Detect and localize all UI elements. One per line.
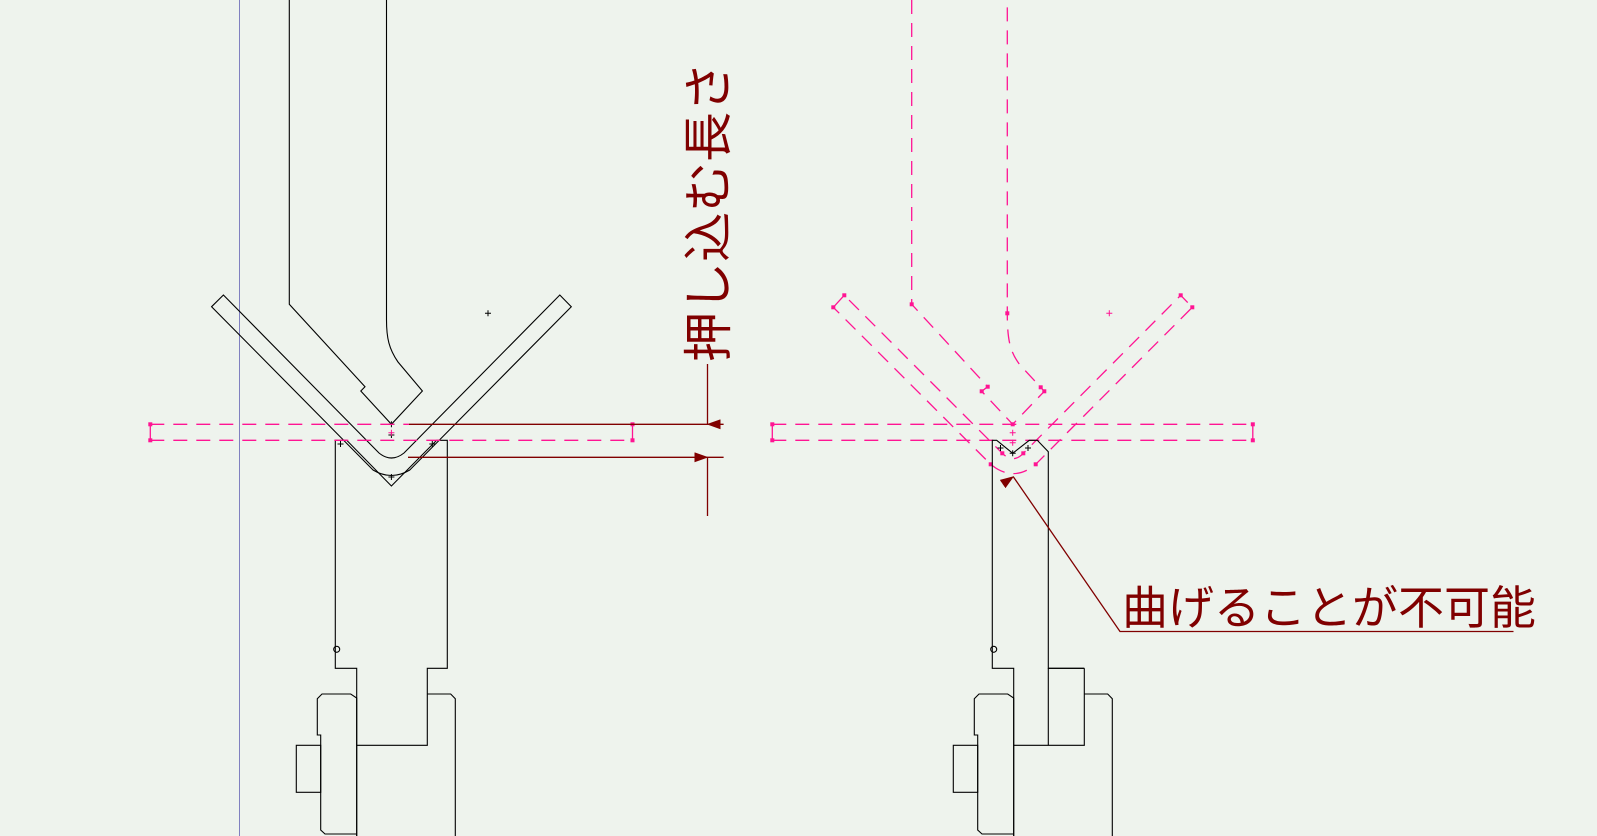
die-left[interactable] [334,439,448,836]
left-bending-setup [148,0,635,836]
punch-right[interactable] [911,0,1046,426]
die-right[interactable] [991,439,1085,836]
press-depth-dimension: 押し込む長さ [408,62,738,516]
die-holder-left[interactable] [316,693,358,836]
press-depth-label: 押し込む長さ [680,62,738,362]
bend-line-left[interactable] [150,423,633,441]
sheet-right[interactable] [832,294,1194,475]
holder-tab-left[interactable] [295,744,322,793]
pivot-mark [333,645,341,653]
cannot-bend-callout: 曲げることが不可能 [999,476,1536,635]
holder-right-left[interactable] [427,693,456,836]
cannot-bend-label: 曲げることが不可能 [1122,581,1536,635]
right-bending-setup [770,0,1255,836]
punch-left[interactable] [288,0,424,426]
sheet-left[interactable] [210,294,573,477]
